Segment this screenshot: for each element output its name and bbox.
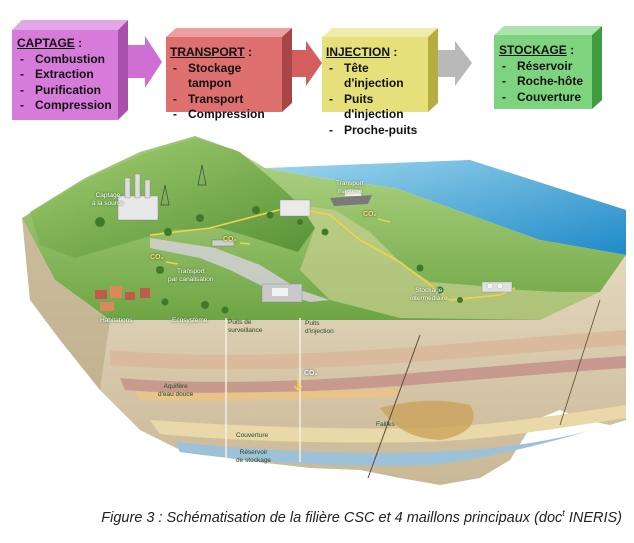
label-puits-surveillance: Puits de surveillance (228, 319, 263, 334)
caption-superscript: t (562, 508, 565, 518)
fault-line-2 (559, 299, 601, 426)
port-building (279, 199, 311, 217)
pylons (160, 164, 207, 206)
label-puits-injection: Puits d'injection (305, 320, 334, 335)
fault-line-1 (367, 334, 421, 479)
intermediate-storage (481, 281, 513, 293)
trees (95, 206, 463, 314)
box-captage: CAPTAGE : Combustion Extraction Purifica… (17, 36, 117, 114)
box-stockage-title: STOCKAGE (499, 43, 567, 57)
capture-plant (117, 173, 159, 221)
box-transport-item: Stockage tampon (170, 61, 282, 92)
label-co2-sea: CO₂ (363, 211, 377, 218)
box-transport-item: Compression (170, 107, 282, 123)
box-stockage-item: Roche-hôte (499, 74, 591, 90)
truck (211, 239, 235, 247)
box-transport-item: Transport (170, 92, 282, 108)
box-captage-item: Purification (17, 83, 117, 99)
label-co2-down: CO₂ (304, 370, 318, 377)
caption-text-end: INERIS) (564, 509, 622, 526)
co2-down-arrow (293, 378, 303, 392)
shore (300, 205, 600, 320)
injection-site (261, 283, 303, 303)
block-left-face (22, 218, 110, 390)
stratum-3 (150, 405, 626, 443)
box-captage-title: CAPTAGE (17, 36, 75, 50)
label-captage: Captage à la source (92, 192, 124, 207)
houses (95, 286, 150, 311)
label-stockage-intermediaire: Stockage intermédiaire (410, 287, 448, 302)
label-couverture: Couverture (236, 432, 269, 439)
label-aquifere: Aquifère d'eau douce (158, 383, 194, 398)
label-co2-pipe: CO₂ (150, 254, 164, 261)
label-ecosysteme: Ecosystème (172, 317, 208, 324)
box-injection: INJECTION : Tête d'injection Puits d'inj… (326, 45, 430, 138)
figure-caption: Figure 3 : Schématisation de la filière … (0, 508, 634, 526)
hill (30, 136, 315, 258)
box-injection-item: Proche-puits (326, 123, 430, 139)
box-captage-item: Extraction (17, 67, 117, 83)
stratum-2 (120, 356, 626, 394)
co2-arrow-3 (377, 218, 391, 223)
label-failles: Failles (376, 421, 395, 428)
block-front-face (22, 218, 626, 485)
label-co2-road: CO₂ (223, 236, 237, 243)
box-stockage-item: Couverture (499, 90, 591, 106)
co2-arrow-1 (165, 261, 179, 265)
box-captage-item: Combustion (17, 52, 117, 68)
box-transport-title: TRANSPORT (170, 45, 245, 59)
label-habitations: Habitations (100, 317, 133, 324)
fold-layer (380, 400, 474, 440)
label-transport-canalisation: Transport par canalisation (168, 268, 214, 283)
co2-arrow-2 (239, 242, 251, 245)
box-captage-item: Compression (17, 98, 117, 114)
ship (330, 190, 372, 206)
box-stockage-item: Réservoir (499, 59, 591, 75)
box-stockage: STOCKAGE : Réservoir Roche-hôte Couvertu… (499, 43, 591, 105)
box-injection-item: Tête d'injection (326, 61, 430, 92)
sea (265, 160, 626, 255)
label-reservoir: Réservoir de stockage (236, 449, 272, 464)
stratum-1 (110, 330, 626, 370)
label-transport-maritime: Transport maritime (336, 180, 364, 195)
co2-pipeline (149, 206, 516, 301)
reservoir-layer (175, 425, 610, 466)
box-injection-item: Puits d'injection (326, 92, 430, 123)
aquifer-layer (135, 388, 400, 401)
caption-text: Figure 3 : Schématisation de la filière … (101, 509, 563, 526)
box-transport: TRANSPORT : Stockage tampon Transport Co… (170, 45, 282, 123)
box-injection-title: INJECTION (326, 45, 391, 59)
